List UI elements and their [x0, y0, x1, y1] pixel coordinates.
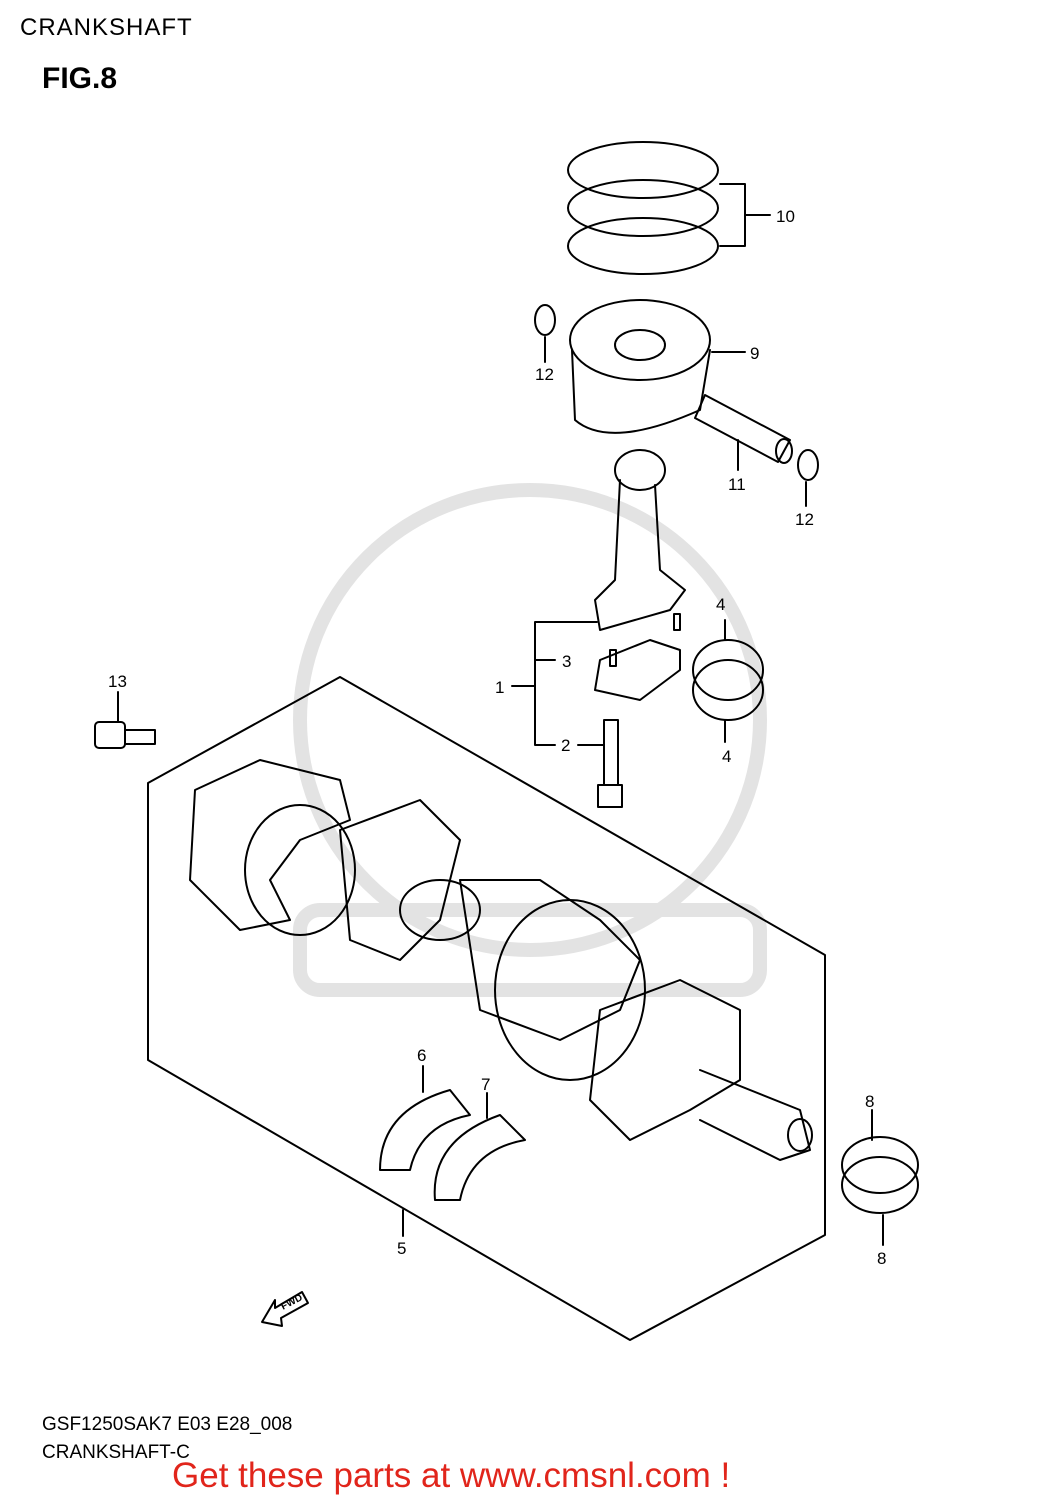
callout-3: 3 — [562, 652, 571, 671]
piston-pin-clip-right — [797, 449, 819, 507]
callout-4-bottom: 4 — [722, 747, 731, 766]
forward-arrow-label: FWD — [279, 1292, 304, 1312]
piston — [569, 299, 746, 434]
promo-link[interactable]: Get these parts at www.cmsnl.com ! — [172, 1456, 731, 1495]
cms-watermark — [293, 483, 767, 997]
rod-bolt — [577, 719, 623, 808]
section-code: CRANKSHAFT-C — [42, 1442, 190, 1463]
rod-bearings — [692, 619, 764, 743]
piston-rings — [567, 141, 771, 275]
crankcase-bolt — [94, 691, 156, 749]
main-bearings — [841, 1109, 919, 1246]
thrust-washers — [379, 1065, 526, 1201]
callout-6: 6 — [417, 1046, 426, 1065]
piston-pin — [694, 394, 793, 471]
callout-12-right: 12 — [795, 510, 814, 529]
callout-4-top: 4 — [716, 595, 725, 614]
crankshaft-assembly-frame — [147, 676, 826, 1341]
figure-label: FIG.8 — [42, 62, 118, 95]
callout-10: 10 — [776, 207, 795, 226]
forward-arrow-icon: FWD — [261, 1291, 309, 1327]
piston-pin-clip-left — [534, 304, 556, 363]
callout-13: 13 — [108, 672, 127, 691]
callout-numbers: 10 9 12 11 12 4 3 1 2 4 13 6 7 8 8 5 — [108, 207, 886, 1268]
callout-12-left: 12 — [535, 365, 554, 384]
callout-5: 5 — [397, 1239, 406, 1258]
callout-2: 2 — [561, 736, 570, 755]
callout-11: 11 — [728, 475, 746, 494]
callout-9: 9 — [750, 344, 759, 363]
model-code: GSF1250SAK7 E03 E28_008 — [42, 1414, 293, 1435]
callout-1: 1 — [495, 678, 504, 697]
callout-8-top: 8 — [865, 1092, 874, 1111]
callout-7: 7 — [481, 1075, 490, 1094]
connecting-rod — [511, 449, 686, 746]
crankshaft — [189, 759, 813, 1161]
callout-8-bottom: 8 — [877, 1249, 886, 1268]
page-title: CRANKSHAFT — [20, 14, 193, 41]
